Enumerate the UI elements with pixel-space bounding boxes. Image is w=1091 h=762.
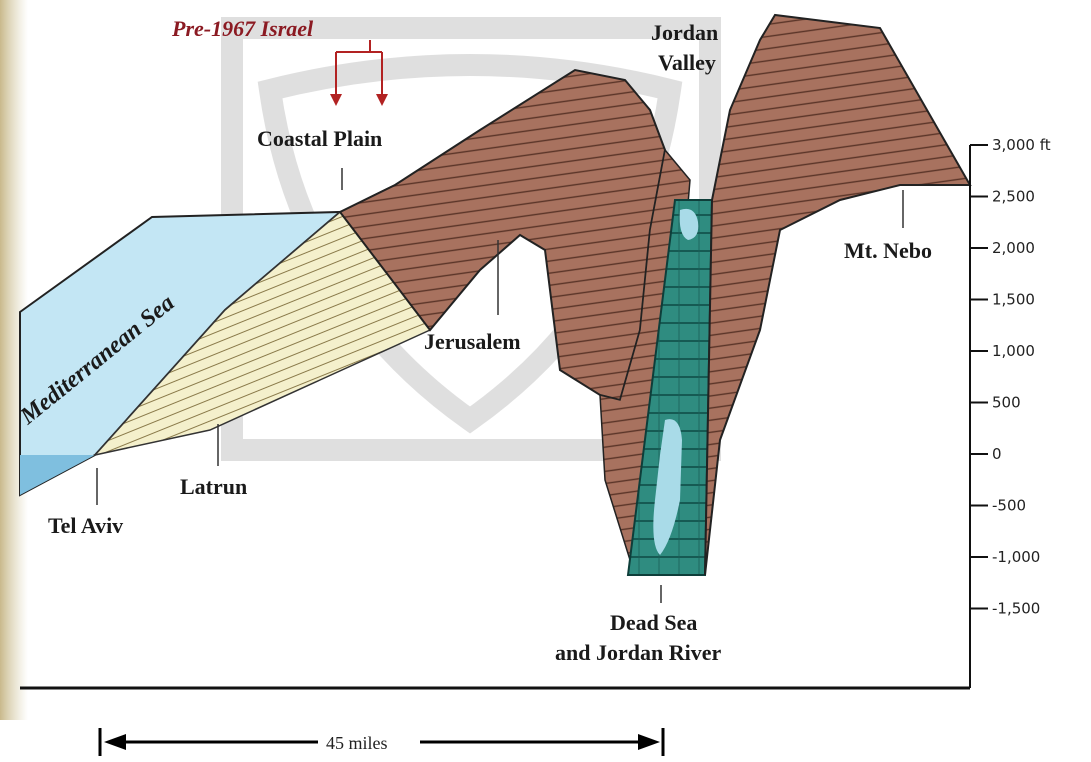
- label-jerusalem: Jerusalem: [424, 329, 521, 354]
- elevation-tick-label: 500: [992, 394, 1021, 412]
- title: Pre-1967 Israel: [171, 16, 314, 41]
- elevation-tick-label: 2,500: [992, 188, 1035, 206]
- label-coastal-plain: Coastal Plain: [257, 126, 382, 151]
- label-mt-nebo: Mt. Nebo: [844, 238, 932, 263]
- label-latrun: Latrun: [180, 474, 247, 499]
- label-jordan-valley-line1: Jordan: [651, 20, 718, 45]
- elevation-tick-label: -500: [992, 497, 1026, 515]
- scale-label: 45 miles: [326, 733, 388, 753]
- elevation-ticks: 3,000 ft 2,500 2,000 1,500 1,000 500 0 -500 -1,0…: [970, 136, 1051, 618]
- label-tel-aviv: Tel Aviv: [48, 513, 123, 538]
- label-dead-sea-line2: and Jordan River: [555, 640, 721, 665]
- label-jordan-valley-line2: Valley: [658, 50, 716, 75]
- elevation-tick-label: 3,000 ft: [992, 136, 1051, 154]
- elevation-tick-label: -1,000: [992, 548, 1040, 566]
- elevation-tick-label: 2,000: [992, 239, 1035, 257]
- elevation-tick-label: 0: [992, 445, 1002, 463]
- elevation-tick-label: 1,500: [992, 291, 1035, 309]
- eastern-highlands: [705, 15, 970, 575]
- label-dead-sea-line1: Dead Sea: [610, 610, 697, 635]
- elevation-tick-label: -1,500: [992, 600, 1040, 618]
- elevation-tick-label: 1,000: [992, 342, 1035, 360]
